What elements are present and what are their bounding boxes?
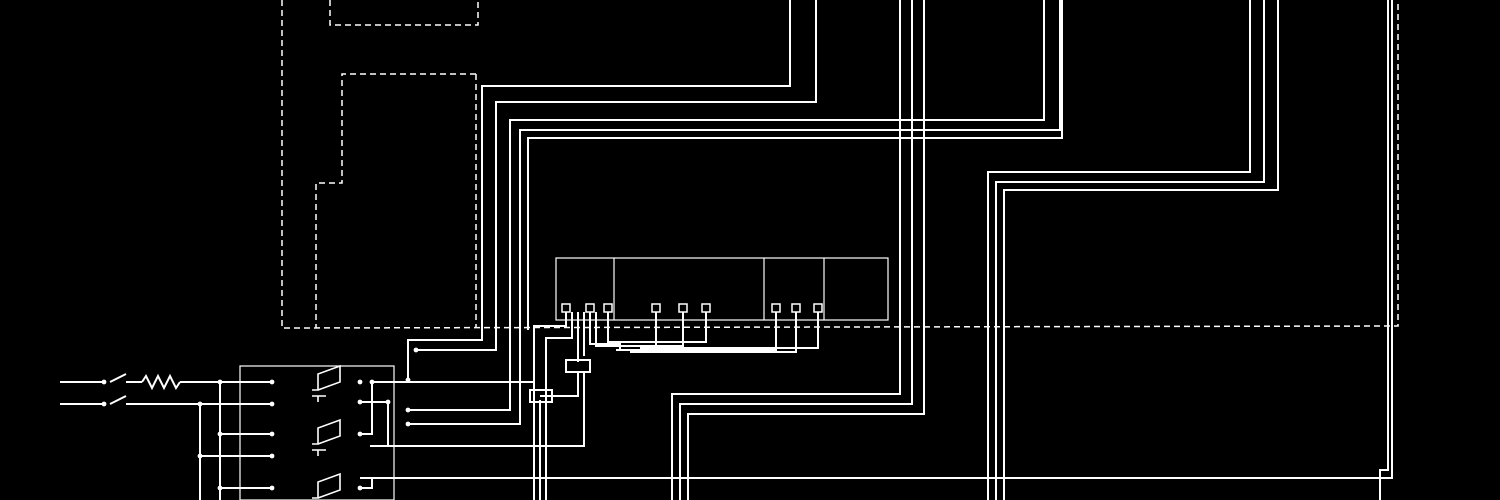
wire: [630, 312, 797, 353]
junction-dot: [101, 401, 107, 407]
wire: [407, 0, 791, 380]
junction-dot: [385, 399, 391, 405]
junction-dot: [269, 453, 275, 459]
wire: [416, 0, 817, 351]
inline-fuse: [529, 389, 553, 403]
junction-dot: [269, 401, 275, 407]
junction-dot: [269, 431, 275, 437]
terminal-group: [561, 303, 823, 313]
switch-blade: [109, 395, 127, 405]
relay-contact-icon: [312, 364, 341, 402]
top-wire-bundle-right: [360, 0, 1393, 500]
junction-dot: [357, 431, 363, 437]
wire: [995, 0, 1265, 500]
top-wire-bundle-middle: [671, 0, 925, 500]
wire: [589, 312, 657, 351]
junction-dot: [357, 379, 363, 385]
terminal: [585, 303, 595, 313]
wire: [671, 0, 901, 500]
junction-dots: [101, 347, 419, 491]
junction-dot: [217, 431, 223, 437]
relay-contact-icon: [312, 472, 341, 499]
terminal: [678, 303, 688, 313]
resistor-icon: [141, 373, 181, 391]
left-main-enclosure: [281, 0, 1399, 329]
wire: [607, 312, 707, 343]
wire: [616, 312, 777, 351]
junction-dot: [269, 379, 275, 385]
junction-dot: [197, 453, 203, 459]
wire: [360, 478, 373, 489]
wire: [640, 312, 819, 349]
wire: [679, 0, 913, 500]
terminal-block-frame: [555, 257, 889, 321]
terminal: [561, 303, 571, 313]
relay-contact-icon: [312, 418, 341, 456]
wire: [545, 312, 573, 500]
wire: [987, 0, 1251, 500]
relay-contacts: [312, 364, 341, 499]
wire: [408, 0, 1045, 411]
junction-dot: [405, 421, 411, 427]
wire: [687, 0, 925, 500]
wire: [1003, 0, 1279, 500]
junction-dot: [413, 347, 419, 353]
junction-dot: [197, 401, 203, 407]
terminal-harness: [370, 312, 819, 500]
top-wire-bundle-left: [407, 0, 1063, 425]
junction-dot: [405, 407, 411, 413]
junction-dot: [357, 485, 363, 491]
junction-dot: [369, 379, 375, 385]
wire: [408, 0, 1061, 425]
wire: [1379, 0, 1389, 500]
terminal-block: [555, 257, 889, 321]
wire: [370, 372, 585, 447]
terminal: [651, 303, 661, 313]
junction-dot: [217, 485, 223, 491]
wire: [360, 0, 1393, 479]
terminal: [771, 303, 781, 313]
junction-dot: [217, 379, 223, 385]
junction-dot: [269, 485, 275, 491]
wire: [595, 312, 684, 347]
terminal: [701, 303, 711, 313]
junction-dot: [357, 399, 363, 405]
junction-dot: [101, 379, 107, 385]
relay-output-wires: [360, 381, 534, 489]
switch-blade: [109, 373, 127, 383]
junction-dot: [405, 377, 411, 383]
terminal: [791, 303, 801, 313]
inline-fuse: [565, 359, 591, 373]
inner-stepped-enclosure: [315, 73, 476, 328]
upper-small-enclosure: [329, 0, 479, 26]
dashed-enclosures: [281, 0, 1399, 329]
wire: [533, 312, 567, 500]
terminal: [603, 303, 613, 313]
wire: [527, 0, 1063, 330]
terminal: [813, 303, 823, 313]
wire: [360, 382, 373, 435]
